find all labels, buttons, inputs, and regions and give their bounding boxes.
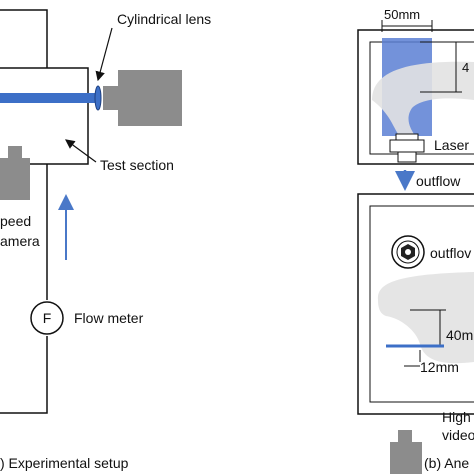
outflow-arrow-label: outflow — [416, 173, 461, 189]
flow-meter-symbol — [30, 301, 64, 335]
outflow-inner-label: outflov — [430, 245, 471, 261]
cylindrical-lens-label: Cylindrical lens — [117, 11, 211, 27]
test-section-label: Test section — [100, 157, 174, 173]
caption-a: ) Experimental setup — [0, 455, 129, 471]
test-section-leader — [65, 139, 97, 163]
laser-label: Laser — [434, 137, 469, 153]
camera-body — [0, 158, 30, 200]
dim-40mm-label: 40m — [446, 327, 473, 343]
flow-meter-label: Flow meter — [74, 310, 144, 326]
right-camera-label-line2: video — [442, 427, 474, 443]
right-camera-body — [390, 442, 422, 474]
panel-a-experimental-setup: Cylindrical lens Test section peed amera… — [0, 9, 211, 471]
dim-50mm-label: 50mm — [384, 7, 420, 22]
right-camera-label-line1: High — [442, 409, 471, 425]
dim-12mm-label: 12mm — [420, 359, 459, 375]
laser-head-body — [118, 70, 182, 126]
panel-b-anechoic: 50mm 4 Laser outflow outflov 40m — [357, 7, 474, 474]
nozzle-top — [395, 133, 419, 141]
camera-label-line2: amera — [0, 233, 40, 249]
camera-lens — [8, 146, 22, 158]
right-camera-lens — [398, 430, 412, 442]
cylindrical-lens-leader — [95, 27, 113, 82]
laser-sheet — [0, 93, 98, 103]
nozzle-bottom — [389, 139, 425, 153]
camera-label-line1: peed — [0, 213, 31, 229]
nozzle-base — [397, 151, 417, 163]
flow-meter-letter: F — [43, 310, 52, 326]
lower-plume — [377, 272, 474, 364]
dim-vertical-label: 4 — [462, 60, 469, 75]
caption-b: (b) Ane — [424, 455, 469, 471]
jet-plume — [372, 61, 474, 135]
flow-loop-pipe — [0, 9, 48, 414]
laser-head-neck — [103, 86, 121, 110]
outflow-grille — [391, 235, 425, 269]
cylindrical-lens — [94, 85, 102, 111]
